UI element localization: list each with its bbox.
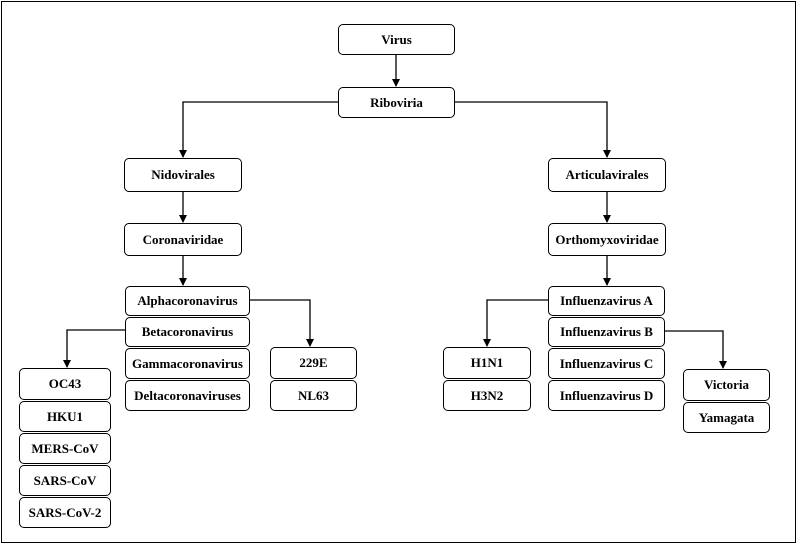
- node-virus: Virus: [338, 24, 455, 55]
- node-h3n2: H3N2: [443, 380, 531, 411]
- node-riboviria: Riboviria: [338, 87, 455, 118]
- node-victoria: Victoria: [683, 369, 770, 401]
- node-oc43: OC43: [19, 368, 111, 400]
- node-articulavirales: Articulavirales: [548, 158, 666, 192]
- node-sars-cov-2: SARS-CoV-2: [19, 497, 111, 528]
- node-coronaviridae: Coronaviridae: [124, 223, 242, 256]
- node-mers-cov: MERS-CoV: [19, 433, 111, 464]
- node-orthomyxoviridae: Orthomyxoviridae: [548, 223, 666, 256]
- node-betacoronavirus: Betacoronavirus: [125, 317, 250, 347]
- node-influenzavirus-c: Influenzavirus C: [548, 348, 665, 379]
- node-influenzavirus-b: Influenzavirus B: [548, 317, 665, 347]
- node-yamagata: Yamagata: [683, 402, 770, 433]
- node-hku1: HKU1: [19, 401, 111, 432]
- node-alphacoronavirus: Alphacoronavirus: [125, 286, 250, 316]
- node-influenzavirus-a: Influenzavirus A: [548, 286, 665, 316]
- node-229e: 229E: [270, 347, 357, 379]
- node-gammacoronavirus: Gammacoronavirus: [125, 348, 250, 379]
- node-influenzavirus-d: Influenzavirus D: [548, 380, 665, 411]
- node-nidovirales: Nidovirales: [124, 158, 242, 192]
- node-nl63: NL63: [270, 380, 357, 411]
- node-sars-cov: SARS-CoV: [19, 465, 111, 496]
- node-h1n1: H1N1: [443, 347, 531, 379]
- node-deltacoronaviruses: Deltacoronaviruses: [125, 380, 250, 411]
